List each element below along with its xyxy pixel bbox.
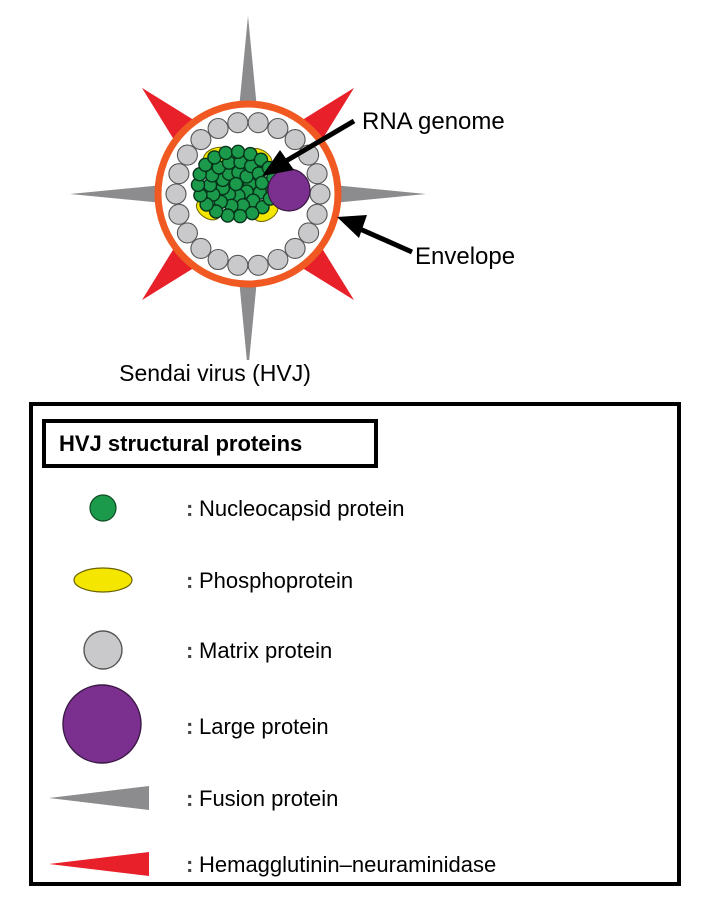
matrix-protein	[306, 163, 328, 185]
sendai-virus-diagram	[70, 16, 426, 360]
phosphoprotein-label: Phosphoprotein	[199, 568, 354, 593]
legend-row-matrix: : Matrix protein	[33, 622, 677, 682]
legend-title: HVJ structural proteins	[42, 419, 378, 468]
matrix-protein	[227, 112, 249, 134]
matrix-protein	[190, 129, 212, 151]
matrix-label: Matrix protein	[199, 638, 333, 663]
legend-row-fusion: : Fusion protein	[33, 770, 677, 830]
matrix-protein-ring	[165, 112, 331, 276]
diagram-caption: Sendai virus (HVJ)	[119, 360, 311, 386]
matrix-protein	[168, 163, 190, 185]
fusion-protein-spike	[335, 185, 426, 203]
matrix-protein	[176, 222, 198, 244]
nucleocapsid-symbol	[89, 494, 117, 522]
legend-colon: :	[186, 638, 194, 663]
nucleocapsid-protein	[218, 145, 233, 161]
fusion-protein-symbol	[49, 786, 149, 810]
legend-row-phosphoprotein: : Phosphoprotein	[33, 552, 677, 612]
matrix-protein	[207, 248, 229, 271]
matrix-symbol	[83, 630, 123, 670]
matrix-protein	[284, 129, 306, 151]
legend-colon: :	[186, 496, 194, 521]
large-protein-symbol	[62, 684, 142, 764]
legend-row-large: : Large protein	[33, 678, 677, 768]
nucleocapsid-protein	[228, 176, 244, 192]
legend-row-hn: : Hemagglutinin–neuraminidase	[33, 836, 677, 896]
nucleocapsid-label: Nucleocapsid protein	[199, 496, 405, 521]
legend-colon: :	[186, 852, 194, 877]
matrix-protein	[267, 117, 289, 140]
envelope-arrow	[337, 215, 414, 255]
matrix-protein	[306, 203, 328, 225]
legend-box: HVJ structural proteins : Nucleocapsid p…	[29, 402, 681, 886]
matrix-protein	[247, 254, 269, 276]
fusion-protein-spike	[239, 16, 257, 107]
nucleocapsid-protein	[244, 205, 260, 221]
fusion-protein-spike	[70, 185, 161, 203]
legend-colon: :	[186, 714, 194, 739]
matrix-protein	[168, 203, 190, 225]
rna-genome-arrow	[262, 118, 356, 176]
matrix-protein	[247, 112, 269, 134]
fusion-protein-spike	[239, 281, 257, 360]
nucleocapsid-protein	[208, 204, 224, 219]
legend-colon: :	[186, 568, 194, 593]
matrix-protein	[309, 183, 331, 205]
matrix-protein	[267, 248, 289, 271]
hemagglutinin-neuraminidase-label: Hemagglutinin–neuraminidase	[199, 852, 497, 877]
legend-colon: :	[186, 786, 194, 811]
matrix-protein	[298, 222, 320, 244]
matrix-protein	[165, 183, 187, 205]
fusion-protein-label: Fusion protein	[199, 786, 339, 811]
hemagglutinin-neuraminidase-symbol	[49, 852, 149, 876]
matrix-protein	[176, 144, 198, 166]
nucleocapsid-protein	[232, 208, 248, 224]
envelope-label: Envelope	[415, 243, 516, 270]
nucleocapsid-protein	[230, 144, 246, 160]
large-protein-label: Large protein	[199, 714, 329, 739]
large-protein-in-virion	[267, 168, 311, 212]
nucleocapsid-coil	[190, 144, 281, 224]
phosphoprotein-symbol	[73, 567, 133, 593]
rna-genome-label: RNA genome	[362, 108, 505, 135]
matrix-protein	[190, 237, 212, 259]
legend-row-nucleocapsid: : Nucleocapsid protein	[33, 480, 677, 540]
matrix-protein	[284, 237, 306, 259]
matrix-protein	[207, 117, 229, 140]
matrix-protein	[227, 254, 249, 276]
